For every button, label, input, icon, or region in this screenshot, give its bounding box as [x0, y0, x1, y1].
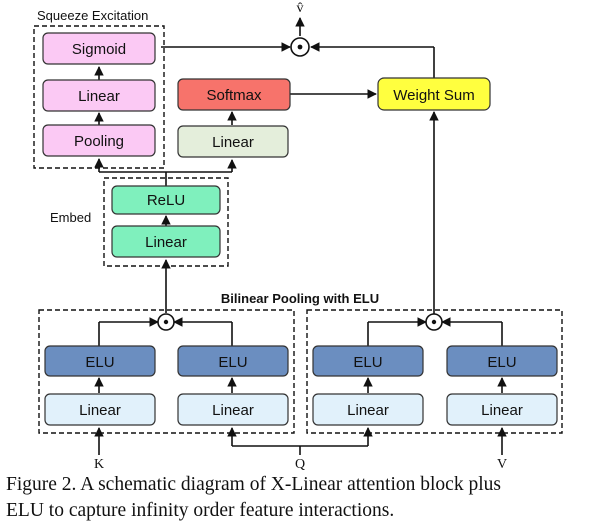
- bottom-linear-box: [312, 393, 424, 426]
- caption-line-2: ELU to capture infinity order feature in…: [6, 500, 395, 521]
- squeeze-excitation-label: Squeeze Excitation: [37, 8, 148, 23]
- bilinear-right-frame: [306, 309, 563, 434]
- caption-line-1: Figure 2. A schematic diagram of X-Linea…: [6, 474, 501, 495]
- embed-linear-box: [111, 225, 221, 258]
- elu-box: [177, 345, 289, 377]
- se-linear-box: [42, 79, 156, 112]
- elu-box: [44, 345, 156, 377]
- diagram-canvas: Squeeze Excitation Embed Bilinear Poolin…: [33, 1, 563, 470]
- bilinear-title: Bilinear Pooling with ELU: [221, 291, 379, 306]
- weight-sum-box: [377, 77, 491, 111]
- elu-box: [312, 345, 424, 377]
- bottom-linear-label: Linear: [481, 402, 523, 419]
- softmax-label: Softmax: [206, 87, 262, 104]
- embed-linear-label: Linear: [145, 234, 187, 251]
- elu-label: ELU: [353, 354, 382, 371]
- product-operator-top: [290, 37, 310, 57]
- sigmoid-label: Sigmoid: [72, 41, 126, 58]
- bottom-linear-label: Linear: [212, 402, 254, 419]
- bottom-linear-box: [446, 393, 558, 426]
- attention-linear-label: Linear: [212, 134, 254, 151]
- sigmoid-box: [42, 32, 156, 65]
- v-hat-label: v̂: [297, 1, 304, 16]
- elu-box: [446, 345, 558, 377]
- figure-caption: Figure 2. A schematic diagram of X-Linea…: [6, 472, 602, 524]
- weight-sum-label: Weight Sum: [393, 87, 474, 104]
- elu-label: ELU: [218, 354, 247, 371]
- pooling-box: [42, 124, 156, 157]
- relu-box: [111, 185, 221, 215]
- k-input-label: K: [94, 457, 104, 470]
- embed-label: Embed: [50, 210, 91, 225]
- q-input-label: Q: [295, 457, 305, 470]
- elu-label: ELU: [85, 354, 114, 371]
- bilinear-left-frame: [38, 309, 295, 434]
- relu-label: ReLU: [147, 192, 185, 209]
- product-operator-right: [425, 313, 443, 331]
- v-input-label: V: [497, 457, 507, 470]
- pooling-label: Pooling: [74, 133, 124, 150]
- bottom-linear-label: Linear: [79, 402, 121, 419]
- bottom-linear-label: Linear: [347, 402, 389, 419]
- bottom-linear-box: [177, 393, 289, 426]
- se-linear-label: Linear: [78, 88, 120, 105]
- product-operator-left: [157, 313, 175, 331]
- elu-label: ELU: [487, 354, 516, 371]
- bottom-linear-box: [44, 393, 156, 426]
- attention-linear-box: [177, 125, 289, 158]
- softmax-box: [177, 78, 291, 111]
